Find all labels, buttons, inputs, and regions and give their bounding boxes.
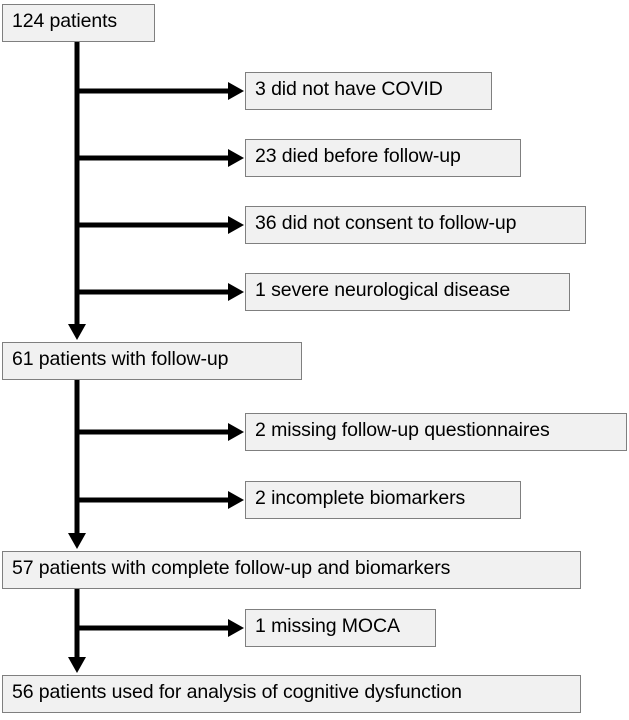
- branch-to-severe-neurological-disease-arrowhead: [228, 283, 244, 301]
- flow-node-n1: 124 patients: [2, 4, 155, 42]
- flow-node-e2: 23 died before follow-up: [245, 139, 521, 177]
- flow-node-label: 56 patients used for analysis of cogniti…: [12, 681, 462, 704]
- flow-node-n4: 56 patients used for analysis of cogniti…: [2, 675, 581, 713]
- flow-node-label: 2 incomplete biomarkers: [255, 487, 466, 510]
- flow-node-n3: 57 patients with complete follow-up and …: [2, 551, 581, 589]
- flow-node-label: 1 missing MOCA: [255, 615, 400, 638]
- flow-node-label: 23 died before follow-up: [255, 145, 461, 168]
- branch-to-did-not-have-covid-arrowhead: [228, 82, 244, 100]
- branch-to-did-not-consent-arrowhead: [228, 216, 244, 234]
- branch-to-died-before-follow-up-arrowhead: [228, 149, 244, 167]
- flow-node-label: 2 missing follow-up questionnaires: [255, 419, 550, 442]
- branch-to-missing-moca-arrowhead: [228, 619, 244, 637]
- flow-node-label: 3 did not have COVID: [255, 78, 443, 101]
- arrow-into-57-patients-arrowhead: [68, 533, 86, 549]
- branch-to-incomplete-biomarkers-arrowhead: [228, 491, 244, 509]
- flow-node-e4: 1 severe neurological disease: [245, 273, 570, 311]
- flow-node-label: 1 severe neurological disease: [255, 279, 511, 302]
- flow-node-label: 124 patients: [12, 10, 118, 33]
- flow-node-e5: 2 missing follow-up questionnaires: [245, 413, 627, 451]
- flow-node-e6: 2 incomplete biomarkers: [245, 481, 521, 519]
- flow-node-label: 57 patients with complete follow-up and …: [12, 557, 451, 580]
- edges-group: [68, 42, 244, 673]
- flow-node-e7: 1 missing MOCA: [245, 609, 436, 647]
- flow-node-e3: 36 did not consent to follow-up: [245, 206, 586, 244]
- flow-node-e1: 3 did not have COVID: [245, 72, 492, 110]
- arrow-into-56-patients-arrowhead: [68, 657, 86, 673]
- flow-node-label: 61 patients with follow-up: [12, 348, 229, 371]
- flow-node-label: 36 did not consent to follow-up: [255, 212, 517, 235]
- arrow-into-61-patients-arrowhead: [68, 324, 86, 340]
- flow-node-n2: 61 patients with follow-up: [2, 342, 302, 380]
- branch-to-missing-questionnaires-arrowhead: [228, 423, 244, 441]
